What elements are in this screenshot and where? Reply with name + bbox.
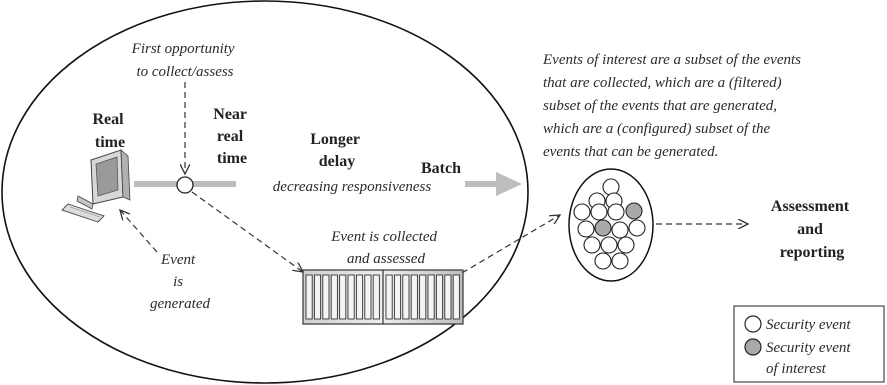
subset-note: Events of interest are a subset of the e…	[542, 52, 805, 160]
server-drive-slot	[313, 274, 322, 320]
collect-arrow	[191, 191, 303, 272]
subset-note-line-5: events that can be generated.	[543, 144, 718, 160]
event-pool-icon	[568, 168, 654, 282]
longer-delay-label: Longer delay	[310, 131, 363, 170]
server-rack-icon	[302, 269, 464, 325]
event-collected-line-2: and assessed	[347, 251, 425, 267]
server-drive-slot	[402, 274, 410, 320]
server-drive-slot	[355, 274, 364, 320]
event-of-interest-dot	[625, 202, 643, 220]
first-opportunity-line-1: First opportunity	[131, 41, 235, 57]
security-event-dot	[600, 236, 618, 254]
subset-note-line-1: Events of interest are a subset of the e…	[542, 52, 801, 68]
real-time-line-1: Real	[92, 111, 124, 128]
near-real-time-line-1: Near	[213, 106, 247, 123]
legend-security-event-label: Security event	[766, 317, 851, 333]
first-opportunity-line-2: to collect/assess	[136, 64, 233, 80]
server-drive-slot	[364, 274, 372, 320]
generated-arrow	[120, 210, 158, 253]
event-generated-line-2: is	[173, 274, 183, 290]
subset-note-line-4: which are a (configured) subset of the	[543, 121, 771, 137]
assessment-line-2: and	[797, 221, 823, 238]
security-event-dot	[617, 236, 635, 254]
server-drive-slot	[385, 274, 393, 320]
event-generated-label: Event is generated	[150, 252, 210, 312]
real-time-line-2: time	[95, 134, 125, 151]
subset-note-line-3: subset of the events that are generated,	[543, 98, 777, 114]
real-time-label: Real time	[92, 111, 127, 151]
server-drive-slot	[452, 274, 460, 320]
security-event-dot	[607, 203, 625, 221]
security-event-dot	[583, 236, 601, 254]
security-event-dot	[573, 203, 591, 221]
legend-event-of-interest-label: Security event of interest	[766, 340, 854, 377]
collection-scope-ellipse	[1, 0, 529, 384]
security-event-dot	[628, 219, 646, 237]
legend: Security event Security event of interes…	[733, 305, 885, 383]
legend-security-event-swatch	[744, 315, 762, 333]
server-drive-slot	[419, 274, 427, 320]
security-event-dot	[611, 221, 629, 239]
assessment-label: Assessment and reporting	[771, 198, 853, 261]
assessment-line-3: reporting	[780, 244, 845, 261]
security-event-dot	[602, 178, 620, 196]
to-pool-arrow	[444, 215, 560, 284]
event-collected-line-1: Event is collected	[330, 229, 437, 245]
batch-label: Batch	[421, 160, 461, 177]
server-drive-slot	[305, 274, 313, 320]
server-drive-slot	[372, 274, 380, 320]
longer-delay-line-1: Longer	[310, 131, 360, 148]
server-drive-slot	[427, 274, 435, 320]
event-generated-line-1: Event	[160, 252, 196, 268]
server-drive-slot	[330, 274, 338, 320]
first-opportunity-node	[176, 176, 194, 194]
computer-icon	[61, 149, 131, 223]
security-event-dot	[577, 220, 595, 238]
security-event-dot	[611, 252, 629, 270]
subset-note-line-2: that are collected, which are a (filtere…	[543, 75, 782, 91]
server-drive-slot	[322, 274, 330, 320]
legend-event-of-interest-line-1: Security event	[766, 340, 851, 356]
event-of-interest-dot	[594, 219, 612, 237]
server-drive-slot	[410, 274, 418, 320]
server-drive-slot	[393, 274, 402, 320]
longer-delay-line-2: delay	[319, 153, 355, 170]
assessment-line-1: Assessment	[771, 198, 850, 215]
near-real-time-label: Near real time	[213, 106, 250, 167]
legend-event-of-interest-line-2: of interest	[766, 361, 827, 377]
server-drive-slot	[339, 274, 347, 320]
security-event-dot	[594, 252, 612, 270]
near-real-time-line-3: time	[217, 150, 247, 167]
event-generated-line-3: generated	[150, 296, 210, 312]
server-drive-slot	[435, 274, 444, 320]
legend-event-of-interest-swatch	[744, 338, 762, 356]
first-opportunity-label: First opportunity to collect/assess	[131, 41, 239, 80]
server-drive-slot	[444, 274, 452, 320]
event-collected-label: Event is collected and assessed	[330, 229, 441, 267]
decreasing-responsiveness-label: decreasing responsiveness	[273, 179, 432, 195]
server-drive-slot	[347, 274, 355, 320]
near-real-time-line-2: real	[217, 128, 244, 145]
security-event-dot	[590, 203, 608, 221]
